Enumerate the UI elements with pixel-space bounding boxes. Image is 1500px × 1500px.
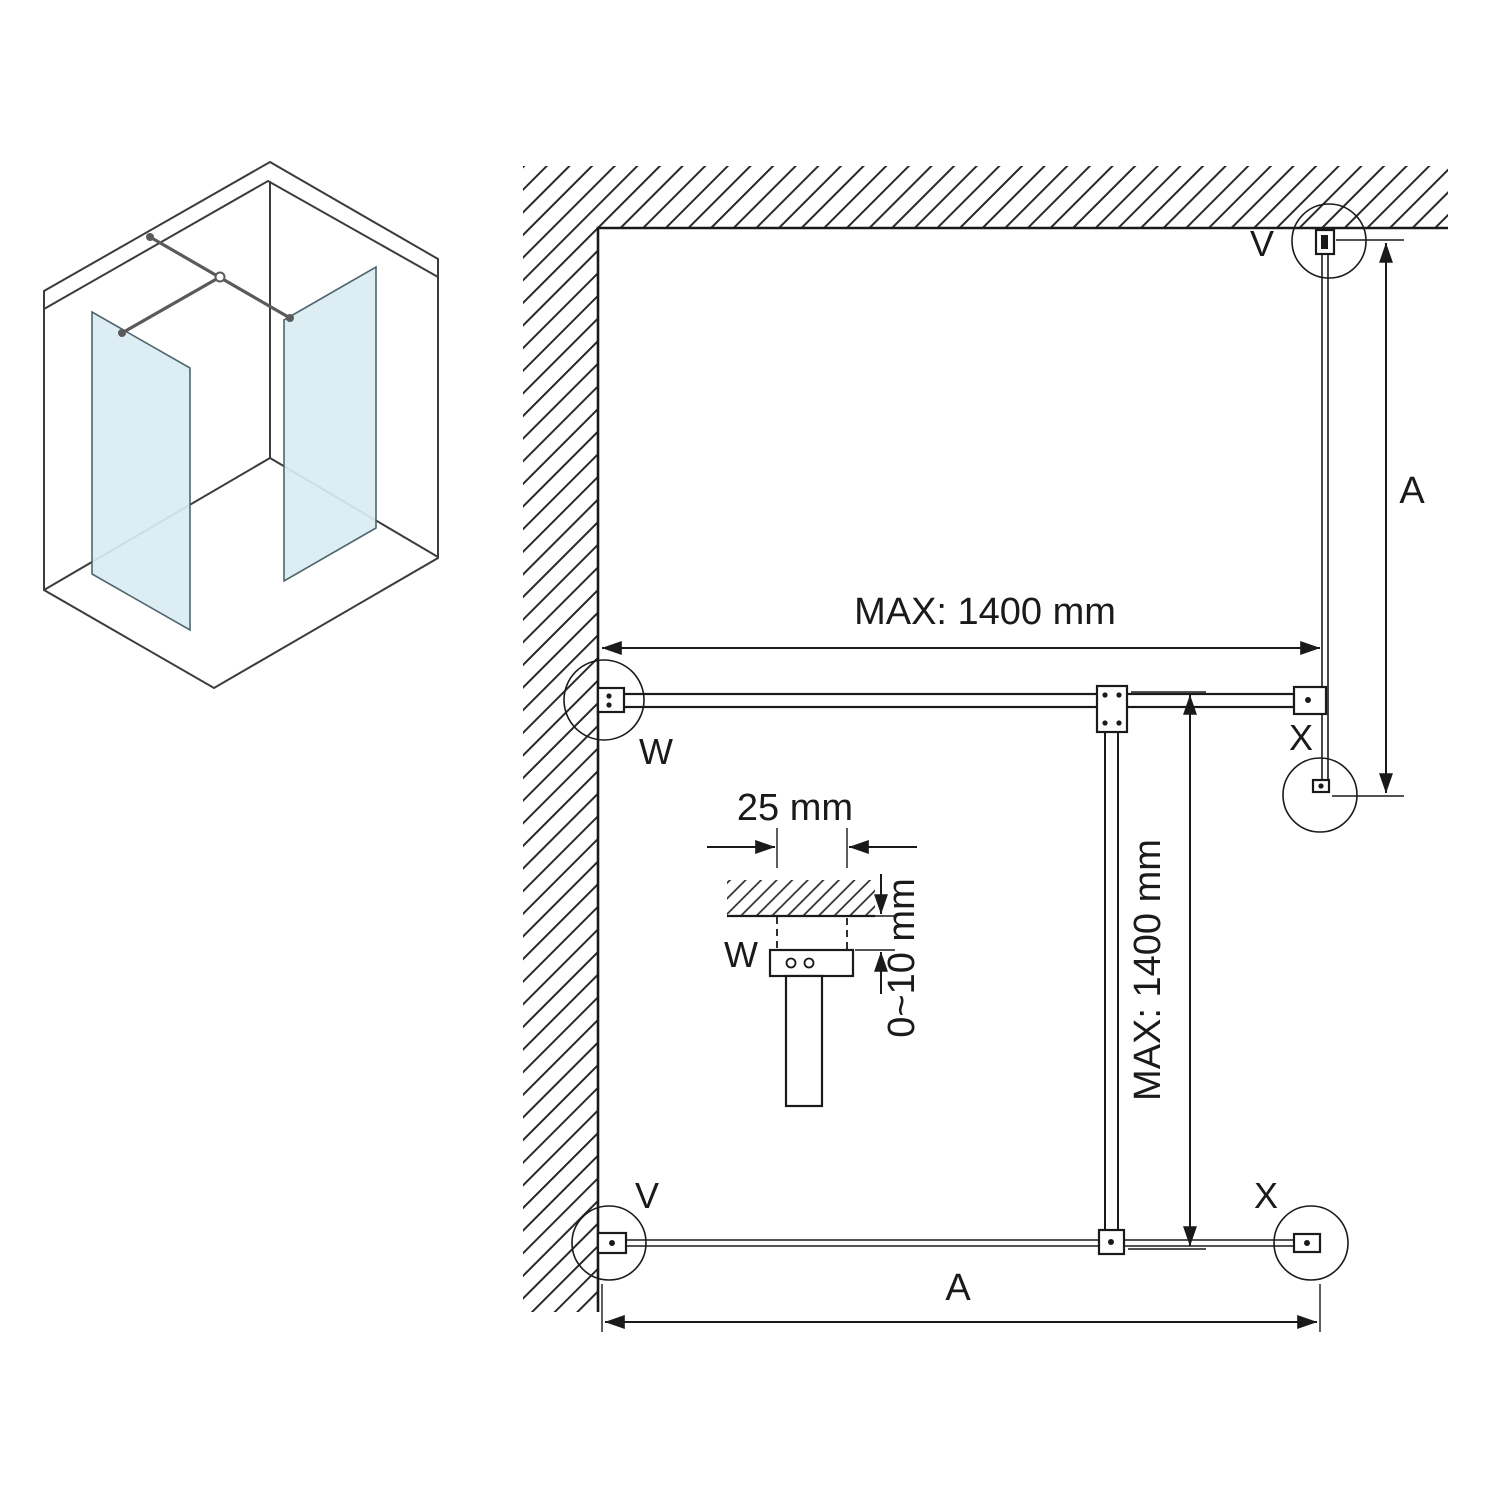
bracket-w-screw-2 (606, 702, 612, 708)
plan-view: W X V A MAX: 1400 mm (523, 166, 1448, 1332)
detail-bracket-screw-2 (803, 957, 815, 969)
bar-foot-screw (1108, 1239, 1114, 1245)
iso-support-bar-cross (121, 275, 221, 335)
support-bar-vertical (1104, 717, 1119, 1233)
detail-gap-label: 0~10 mm (881, 878, 923, 1037)
iso-bar-joint (214, 271, 226, 283)
bracket-x-bottom-label: X (1254, 1175, 1278, 1216)
bracket-x-plate (1292, 685, 1328, 716)
detail-bracket-screw-1 (785, 957, 797, 969)
iso-bar-clamp-right (286, 314, 294, 322)
iso-support-bars (121, 235, 291, 335)
dimension-max-vertical: MAX: 1400 mm (1127, 691, 1206, 1250)
bracket-w-callout-circle (563, 659, 645, 741)
wall-faces (596, 226, 1448, 1312)
t-connector-screw-4 (1116, 720, 1122, 726)
glass-right-end-callout-circle (1282, 757, 1358, 833)
dimension-max-top: MAX: 1400 mm (601, 591, 1321, 655)
profile-v-bottom-label: V (635, 1175, 659, 1216)
iso-view (43, 160, 439, 690)
bracket-w-plate (596, 686, 626, 714)
detail-w-label: W (724, 934, 758, 975)
iso-glass-panel-right (283, 265, 377, 583)
iso-box-inner-rim (43, 179, 439, 310)
bracket-x-bottom-callout-circle (1273, 1205, 1349, 1281)
profile-v-bottom-callout-circle (571, 1205, 647, 1281)
detail-hidden-profile (776, 915, 848, 953)
profile-v-top-label: V (1250, 223, 1274, 264)
dimension-a-bottom-label: A (945, 1267, 971, 1309)
t-connector-screw-3 (1102, 720, 1108, 726)
detail-width-label: 25 mm (737, 787, 853, 829)
detail-wall-hatch (727, 880, 875, 916)
dimension-max-vertical-label: MAX: 1400 mm (1127, 839, 1169, 1101)
iso-bar-wall-anchor (146, 233, 154, 241)
dimension-max-top-label: MAX: 1400 mm (854, 591, 1116, 633)
bracket-w-screw-1 (606, 693, 612, 699)
wall-top-hatch (598, 166, 1448, 228)
profile-v-bottom-screw (609, 1240, 615, 1246)
dimension-a-right-label: A (1399, 470, 1425, 512)
dimension-a-bottom: A (601, 1267, 1321, 1332)
support-bar-horizontal (620, 692, 1296, 709)
t-connector-screw-2 (1116, 692, 1122, 698)
profile-v-top-insert (1321, 235, 1328, 249)
dimension-a-right: A (1332, 239, 1425, 797)
iso-bar-clamp-left (118, 329, 126, 337)
detail-bar (784, 974, 824, 1108)
wall-left-hatch (523, 166, 598, 1312)
t-connector-plate (1095, 684, 1129, 734)
glass-right-end-dot (1318, 783, 1324, 789)
iso-glass-panel-left (91, 310, 191, 632)
bracket-w-label: W (639, 731, 673, 772)
bracket-x-screw (1305, 697, 1311, 703)
iso-box-outline (43, 160, 439, 690)
detail-w: 25 mm W 0~10 mm (707, 787, 923, 1108)
glass-panel-bottom-plan (626, 1239, 1300, 1247)
bracket-x-label: X (1289, 717, 1313, 758)
t-connector-screw-1 (1102, 692, 1108, 698)
bracket-x-bottom-screw (1304, 1240, 1310, 1246)
profile-v-top-callout-circle (1291, 203, 1367, 279)
